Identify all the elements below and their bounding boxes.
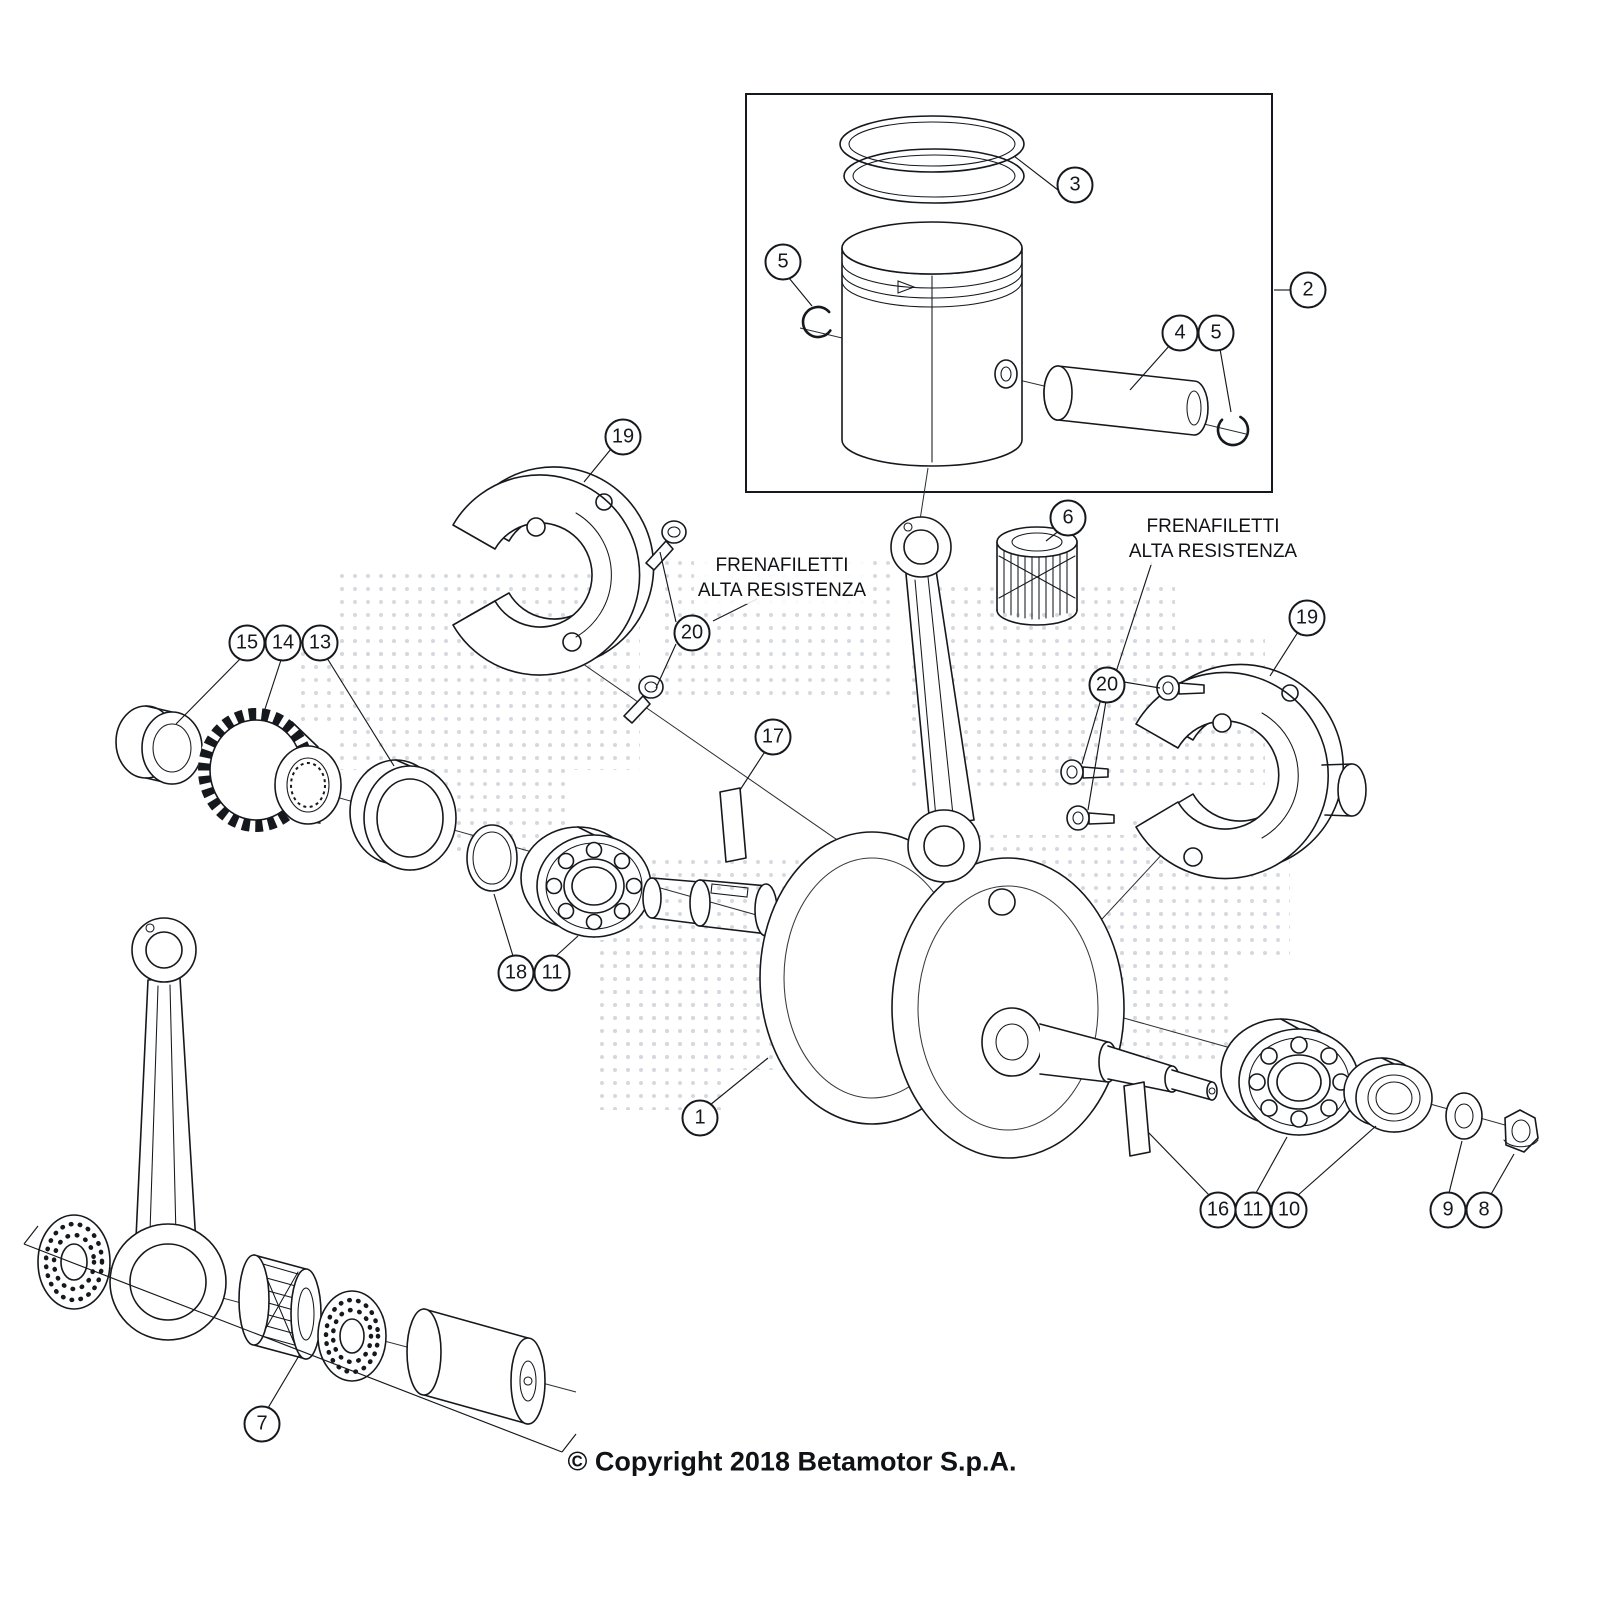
collar-13 (349, 759, 457, 871)
threadlocker-note-right: FRENAFILETTI ALTA RESISTENZA (1124, 512, 1302, 566)
callout-19: 19 (1288, 599, 1326, 637)
callout-11: 11 (1234, 1191, 1272, 1229)
main-bearing-right (1220, 1018, 1360, 1136)
note-line-2: ALTA RESISTENZA (697, 580, 867, 601)
woodruff-key-17 (719, 787, 747, 863)
piston (841, 221, 1023, 467)
callout-17: 17 (754, 718, 792, 756)
note-line-1: FRENAFILETTI (1146, 515, 1280, 537)
callout-leaders (175, 155, 1515, 1409)
spacer-bushing-15 (115, 705, 203, 785)
piston-rings (839, 115, 1025, 204)
counterweight-right (1135, 663, 1367, 880)
callout-5: 5 (1197, 314, 1235, 352)
callout-10: 10 (1270, 1191, 1308, 1229)
primary-gear-14 (198, 708, 342, 832)
callout-18: 18 (497, 954, 535, 992)
callout-2: 2 (1289, 271, 1327, 309)
kit-bracket (23, 1225, 577, 1453)
callout-19: 19 (604, 418, 642, 456)
needle-bearing-small-end (996, 526, 1078, 626)
callout-5: 5 (764, 243, 802, 281)
callout-7: 7 (243, 1405, 281, 1443)
nut-8 (1503, 1109, 1539, 1153)
callout-4: 4 (1161, 314, 1199, 352)
threadlocker-note-left: FRENAFILETTI ALTA RESISTENZA (693, 551, 871, 605)
note-line-1: FRENAFILETTI (715, 554, 849, 576)
shim-18 (466, 824, 518, 892)
circlip-right (1216, 413, 1250, 447)
thrust-washer-b (317, 1290, 387, 1382)
callout-8: 8 (1465, 1191, 1503, 1229)
callout-3: 3 (1056, 166, 1094, 204)
crankshaft-assembly (642, 809, 1218, 1159)
callout-13: 13 (301, 624, 339, 662)
key-16 (1123, 1081, 1151, 1157)
callout-11: 11 (533, 954, 571, 992)
callout-1: 1 (681, 1099, 719, 1137)
counterweight-left (452, 466, 655, 676)
copyright-text: © Copyright 2018 Betamotor S.p.A. (567, 1446, 1017, 1477)
note-line-2: ALTA RESISTENZA (1128, 541, 1298, 562)
washer-9 (1445, 1092, 1483, 1140)
big-end-needle-cage (238, 1254, 322, 1360)
clamp-screws-right (1060, 675, 1205, 831)
wrist-pin (1043, 365, 1209, 436)
callout-20: 20 (673, 614, 711, 652)
callout-15: 15 (228, 624, 266, 662)
clamp-screws-left (623, 520, 687, 724)
connecting-rod-upper (890, 516, 975, 827)
callout-6: 6 (1049, 499, 1087, 537)
connecting-rod-lower (109, 917, 227, 1341)
thrust-washer-a (37, 1214, 111, 1310)
crank-pin (406, 1308, 546, 1425)
oil-seal-10 (1343, 1057, 1433, 1133)
circlip-left (801, 305, 835, 339)
main-bearing-left (520, 826, 652, 938)
callout-16: 16 (1199, 1191, 1237, 1229)
callout-20: 20 (1088, 666, 1126, 704)
callout-14: 14 (264, 624, 302, 662)
callout-9: 9 (1429, 1191, 1467, 1229)
